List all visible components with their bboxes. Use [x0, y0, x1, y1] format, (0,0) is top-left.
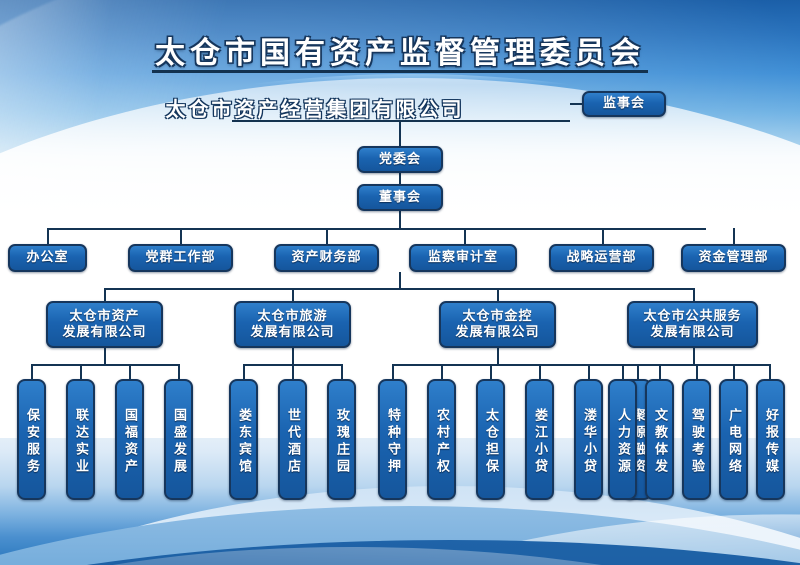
connector-g3-drop-6	[637, 364, 639, 380]
connector-g4-stem	[693, 347, 695, 365]
node-party-committee[interactable]: 党委会	[357, 146, 443, 173]
company-2-line-2: 发展有限公司	[250, 324, 335, 340]
node-subsidiary-g4-2[interactable]: 文教体发	[645, 379, 674, 500]
connector-g4-drop-3	[696, 364, 698, 380]
connector-g4-drop-4	[733, 364, 735, 380]
connector-trunk-1	[399, 120, 401, 148]
company-1-line-1: 太仓市资产	[69, 309, 140, 325]
connector-g3-bus	[392, 364, 637, 366]
connector-dept-drop-4	[464, 228, 466, 244]
company-3-line-2: 发展有限公司	[455, 324, 540, 340]
node-subsidiary-g2-1[interactable]: 娄东宾馆	[229, 379, 258, 500]
company-4-line-2: 发展有限公司	[650, 324, 735, 340]
connector-g1-drop-4	[178, 364, 180, 380]
node-subsidiary-g4-5[interactable]: 好报传媒	[756, 379, 785, 500]
connector-dept-drop-3	[326, 228, 328, 244]
connector-g1-drop-2	[80, 364, 82, 380]
connector-dept-bus	[47, 228, 706, 230]
node-department-4[interactable]: 监察审计室	[409, 244, 517, 272]
connector-trunk-4	[399, 272, 401, 289]
node-subsidiary-g3-2[interactable]: 农村产权	[427, 379, 456, 500]
company-2-line-1: 太仓市旅游	[257, 309, 328, 325]
connector-g1-stem	[104, 347, 106, 365]
connector-g3-drop-4	[539, 364, 541, 380]
node-company-3[interactable]: 太仓市金控 发展有限公司	[439, 301, 556, 348]
node-subsidiary-g4-4[interactable]: 广电网络	[719, 379, 748, 500]
node-subsidiary-g1-1[interactable]: 保安服务	[17, 379, 46, 500]
node-department-6[interactable]: 资金管理部	[681, 244, 786, 272]
node-subsidiary-g4-3[interactable]: 驾驶考验	[682, 379, 711, 500]
connector-g2-drop-1	[243, 364, 245, 380]
node-subsidiary-g1-4[interactable]: 国盛发展	[164, 379, 193, 500]
connector-dept-drop-1	[47, 228, 49, 244]
page-title: 太仓市国有资产监督管理委员会	[155, 36, 645, 71]
node-department-2[interactable]: 党群工作部	[128, 244, 233, 272]
connector-g2-stem	[292, 347, 294, 365]
node-subsidiary-g1-3[interactable]: 国福资产	[115, 379, 144, 500]
node-subsidiary-g4-1[interactable]: 人力资源	[608, 379, 637, 500]
company-3-line-1: 太仓市金控	[462, 309, 533, 325]
node-company-2[interactable]: 太仓市旅游 发展有限公司	[234, 301, 351, 348]
company-1-line-2: 发展有限公司	[62, 324, 147, 340]
connector-trunk-3	[399, 210, 401, 229]
node-department-5[interactable]: 战略运营部	[549, 244, 654, 272]
connector-dept-drop-2	[180, 228, 182, 244]
connector-g3-drop-3	[490, 364, 492, 380]
connector-g1-drop-3	[129, 364, 131, 380]
connector-g4-drop-5	[769, 364, 771, 380]
node-company-1[interactable]: 太仓市资产 发展有限公司	[46, 301, 163, 348]
connector-g3-stem	[497, 347, 499, 365]
node-subsidiary-g2-2[interactable]: 世代酒店	[278, 379, 307, 500]
connector-company-drop-4	[693, 288, 695, 302]
connector-g3-drop-1	[392, 364, 394, 380]
node-company-4[interactable]: 太仓市公共服务 发展有限公司	[627, 301, 758, 348]
node-department-3[interactable]: 资产财务部	[274, 244, 379, 272]
connector-dept-drop-5	[602, 228, 604, 244]
company-4-line-1: 太仓市公共服务	[643, 309, 742, 325]
node-subsidiary-g1-2[interactable]: 联达实业	[66, 379, 95, 500]
node-subsidiary-g3-3[interactable]: 太仓担保	[476, 379, 505, 500]
node-subsidiary-g3-5[interactable]: 溇华小贷	[574, 379, 603, 500]
connector-company-drop-1	[104, 288, 106, 302]
connector-company-drop-3	[497, 288, 499, 302]
connector-g3-drop-2	[441, 364, 443, 380]
connector-company-bus	[104, 288, 695, 290]
page-title-rule	[152, 70, 648, 73]
connector-g4-drop-2	[659, 364, 661, 380]
connector-g1-bus	[31, 364, 178, 366]
connector-g4-drop-1	[622, 364, 624, 380]
connector-g2-drop-3	[341, 364, 343, 380]
connector-company-drop-2	[292, 288, 294, 302]
node-board-of-directors[interactable]: 董事会	[357, 184, 443, 211]
connector-dept-drop-6	[733, 228, 735, 244]
node-subsidiary-g2-3[interactable]: 玫瑰庄园	[327, 379, 356, 500]
node-subsidiary-g3-1[interactable]: 特种守押	[378, 379, 407, 500]
connector-g1-drop-1	[31, 364, 33, 380]
node-subsidiary-g3-4[interactable]: 娄江小贷	[525, 379, 554, 500]
connector-g3-drop-5	[588, 364, 590, 380]
connector-g2-drop-2	[292, 364, 294, 380]
group-company-title: 太仓市资产经营集团有限公司	[165, 97, 465, 121]
node-department-1[interactable]: 办公室	[8, 244, 87, 272]
group-company-title-rule	[232, 120, 570, 122]
